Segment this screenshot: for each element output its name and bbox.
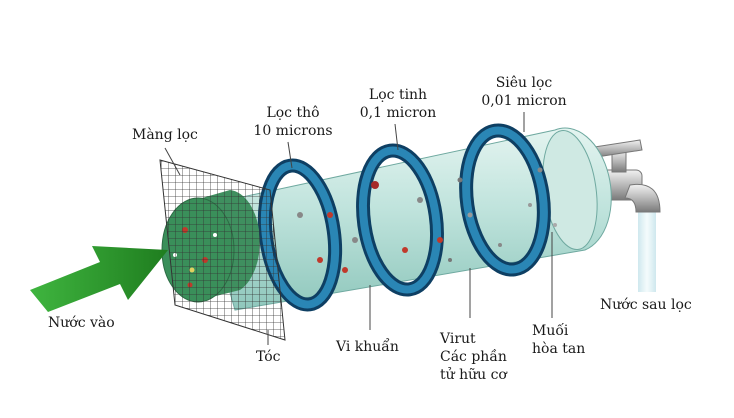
label-salt-line1: Muối [532, 323, 569, 339]
label-ultra-line1: Siêu lọc [495, 75, 553, 91]
label-virus-line1: Virut [440, 331, 476, 347]
label-virus-line3: tử hữu cơ [440, 367, 507, 383]
label-ultra-line2: 0,01 micron [481, 93, 567, 109]
label-ultra-filter: Siêu lọc 0,01 micron [474, 74, 574, 110]
label-hair: Tóc [256, 349, 281, 365]
inlet-arrow-icon [30, 246, 168, 312]
label-water-out: Nước sau lọc [600, 297, 692, 313]
label-virus-line2: Các phần [440, 349, 507, 365]
ring-ultra [459, 123, 551, 277]
label-membrane: Màng lọc [132, 127, 198, 143]
label-fine-line1: Lọc tinh [368, 87, 428, 103]
pointer-lines [164, 112, 553, 345]
particles [297, 167, 557, 273]
label-coarse-line2: 10 microns [253, 123, 333, 139]
filter-cylinder [204, 127, 612, 311]
label-coarse-filter: Lọc thô 10 microns [248, 104, 338, 140]
label-virus: Virut Các phần tử hữu cơ [440, 330, 507, 384]
label-bacteria: Vi khuẩn [336, 339, 399, 355]
label-fine-filter: Lọc tinh 0,1 micron [352, 86, 444, 122]
label-salt-line2: hòa tan [532, 341, 586, 357]
label-fine-line2: 0,1 micron [359, 105, 437, 121]
label-water-in: Nước vào [48, 315, 115, 331]
mesh-membrane [159, 159, 286, 341]
faucet-icon [587, 139, 661, 213]
label-coarse-line1: Lọc thô [266, 105, 320, 121]
ring-fine [356, 143, 444, 297]
label-salt: Muối hòa tan [532, 322, 585, 358]
water-stream [638, 212, 656, 292]
